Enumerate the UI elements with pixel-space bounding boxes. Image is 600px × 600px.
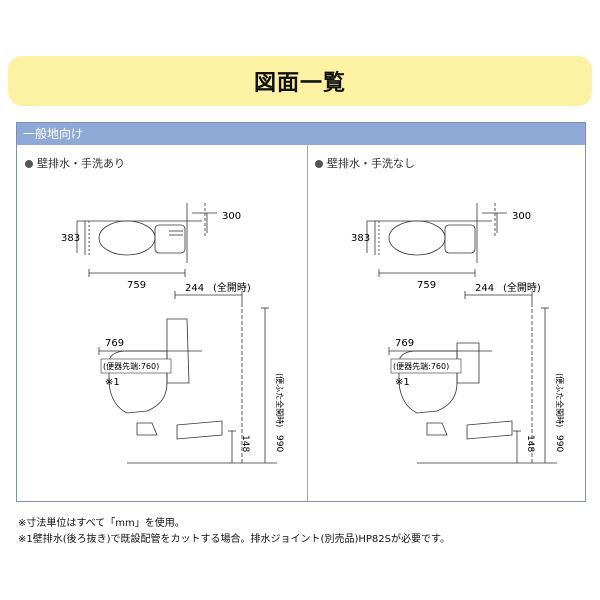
toilet-diagram-left: 383 300 759 244 (全開時) 769 (便器先端:760) ※1 …: [61, 203, 285, 464]
title-banner: 図面一覧: [8, 56, 592, 106]
bowl-side: [108, 350, 168, 414]
dim-990: 990: [554, 435, 564, 452]
dim-759: 759: [127, 280, 146, 291]
tank-top-outline: [154, 224, 186, 254]
dim-300: 300: [222, 211, 241, 222]
tip-box: [100, 358, 172, 374]
section-label-right-text: 壁排水・手洗なし: [327, 157, 415, 170]
drawing-panel: 一般地向け 壁排水・手洗あり 383 300 759: [16, 122, 586, 502]
note-marker: ※1: [105, 377, 120, 388]
bowl-top-outline: [98, 220, 156, 256]
dim-769: 769: [395, 338, 414, 349]
section-label-right: 壁排水・手洗なし: [315, 155, 415, 171]
bullet-icon: [315, 160, 323, 168]
dim-759: 759: [417, 280, 436, 291]
dim-383: 383: [61, 233, 80, 244]
dim-148: 148: [525, 435, 535, 452]
note-units: ※寸法単位はすべて「mm」を使用。: [18, 518, 185, 529]
dim-769: 769: [105, 338, 124, 349]
dim-open: (全開時): [503, 281, 541, 294]
panel-header: 一般地向け: [17, 123, 585, 145]
note-drain: ※1壁排水(後ろ抜き)で既設配管をカットする場合。排水ジョイント(別売品)HP8…: [18, 534, 450, 545]
note-marker: ※1: [395, 377, 410, 388]
section-label-left: 壁排水・手洗あり: [25, 155, 125, 171]
page-title: 図面一覧: [253, 71, 346, 96]
dim-tip: (便器先端:760): [393, 361, 449, 371]
dim-300: 300: [512, 211, 531, 222]
dim-383: 383: [351, 233, 370, 244]
dim-990-label: (便ふた全開時): [275, 373, 285, 427]
toilet-diagram-right: 383 300 759 244 (全開時) 769 (便器先端:760) ※1 …: [351, 203, 565, 464]
dim-148: 148: [240, 435, 250, 452]
dim-tip: (便器先端:760): [103, 361, 159, 371]
section-label-left-text: 壁排水・手洗あり: [37, 157, 125, 170]
dim-990-label: (便ふた全開時): [555, 373, 565, 427]
dim-244: 244: [185, 283, 204, 294]
drain-pipe: [136, 422, 158, 436]
dim-990: 990: [274, 435, 284, 452]
panel-divider: [307, 145, 308, 501]
bullet-icon: [25, 160, 33, 168]
drain-joint: [176, 420, 223, 440]
dim-open: (全開時): [213, 281, 251, 294]
dim-244: 244: [475, 283, 494, 294]
